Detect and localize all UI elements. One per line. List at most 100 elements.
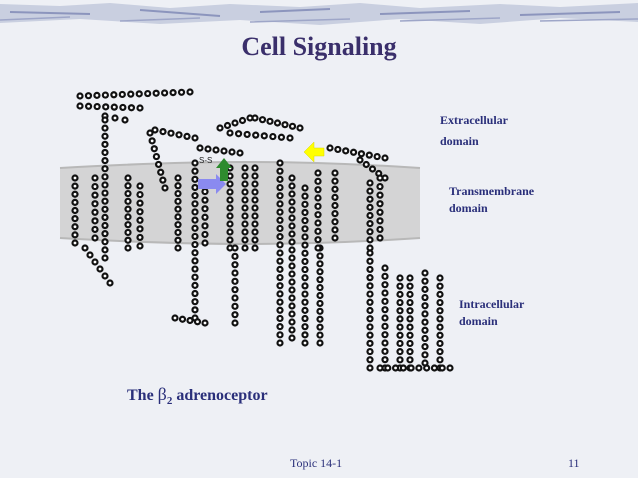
residue-bead-highlight [438, 276, 442, 280]
residue-bead-highlight [193, 218, 197, 222]
residue-bead-highlight [423, 353, 427, 357]
residue-bead-highlight [408, 292, 412, 296]
residue-bead-highlight [233, 296, 237, 300]
residue-bead-highlight [193, 259, 197, 263]
residue-bead-highlight [316, 246, 320, 250]
residue-bead-highlight [93, 228, 97, 231]
residue-bead-highlight [316, 204, 320, 208]
residue-bead-highlight [218, 126, 222, 130]
residue-bead-highlight [318, 254, 322, 258]
footer-topic: Topic 14-1 [290, 456, 343, 470]
residue-bead-highlight [103, 274, 107, 278]
residue-bead-highlight [123, 118, 127, 122]
residue-bead-highlight [148, 131, 152, 135]
residue-bead-highlight [423, 296, 427, 299]
residue-bead-highlight [193, 226, 197, 230]
residue-bead-highlight [243, 230, 247, 234]
residue-bead-highlight [237, 132, 240, 136]
residue-bead-highlight [214, 148, 218, 152]
residue-bead-highlight [253, 238, 257, 242]
residue-bead-highlight [290, 176, 294, 180]
residue-bead-highlight [383, 316, 387, 320]
residue-bead-highlight [398, 325, 402, 329]
residue-bead-highlight [138, 227, 142, 231]
extracellular-label-line2: domain [440, 134, 479, 148]
residue-bead-highlight [138, 236, 142, 239]
residue-bead-highlight [290, 296, 294, 300]
residue-bead-highlight [394, 366, 397, 370]
residue-bead-highlight [278, 259, 282, 263]
residue-bead-highlight [378, 366, 382, 370]
residue-bead-highlight [386, 366, 390, 370]
residue-bead-highlight [298, 126, 302, 130]
residue-bead-highlight [438, 325, 442, 329]
residue-bead-highlight [176, 184, 180, 188]
residue-bead-highlight [243, 174, 247, 178]
residue-bead-highlight [368, 268, 372, 271]
residue-bead-highlight [193, 169, 197, 173]
residue-bead-highlight [93, 236, 97, 240]
residue-bead-highlight [316, 221, 320, 225]
residue-bead-highlight [368, 251, 372, 255]
residue-bead-highlight [368, 292, 372, 296]
residue-bead-highlight [290, 328, 294, 332]
residue-bead-highlight [383, 283, 387, 287]
residue-bead-highlight [290, 256, 294, 260]
residue-bead-highlight [383, 349, 387, 353]
residue-bead-highlight [95, 105, 99, 108]
residue-bead-highlight [408, 325, 412, 329]
blue-arrow-icon [198, 174, 226, 194]
residue-bead-highlight [243, 198, 247, 202]
residue-bead-highlight [121, 106, 125, 109]
residue-bead-highlight [193, 186, 197, 189]
residue-bead-highlight [438, 333, 442, 337]
residue-bead-highlight [176, 207, 180, 211]
residue-bead-highlight [196, 320, 199, 324]
residue-bead-highlight [290, 272, 294, 276]
residue-bead-highlight [333, 236, 337, 240]
residue-bead-highlight [93, 210, 97, 214]
residue-bead-highlight [318, 302, 322, 305]
residue-bead-highlight [303, 260, 307, 263]
residue-bead-highlight [228, 206, 232, 210]
residue-bead-highlight [180, 90, 183, 94]
residue-bead-highlight [78, 104, 82, 108]
residue-bead-highlight [278, 333, 282, 337]
residue-bead-highlight [278, 292, 282, 296]
residue-bead-highlight [176, 199, 180, 203]
residue-bead-highlight [303, 211, 307, 214]
residue-bead-highlight [176, 238, 180, 242]
residue-bead-highlight [408, 358, 412, 362]
residue-bead-highlight [408, 342, 412, 345]
residue-bead-highlight [254, 133, 258, 137]
residue-bead-highlight [378, 193, 382, 197]
residue-bead-highlight [360, 152, 363, 156]
residue-bead-highlight [233, 321, 237, 325]
residue-bead-highlight [378, 219, 382, 223]
residue-bead-highlight [103, 151, 107, 154]
residue-bead-highlight [278, 210, 282, 214]
residue-bead-highlight [176, 231, 180, 234]
residue-bead-highlight [408, 301, 412, 304]
residue-bead-highlight [193, 235, 197, 238]
residue-bead-highlight [290, 208, 294, 212]
residue-bead-highlight [278, 243, 282, 247]
residue-bead-highlight [423, 320, 427, 324]
residue-bead-highlight [278, 169, 282, 173]
residue-bead-highlight [398, 276, 402, 280]
residue-bead-highlight [103, 126, 107, 130]
residue-bead-highlight [290, 288, 294, 292]
residue-bead-highlight [226, 124, 229, 127]
residue-bead-highlight [93, 176, 97, 180]
residue-bead-highlight [93, 202, 97, 206]
residue-bead-highlight [243, 190, 247, 194]
residue-bead-highlight [243, 166, 247, 170]
residue-bead-highlight [243, 222, 247, 226]
residue-bead-highlight [112, 105, 116, 109]
residue-bead-highlight [303, 276, 307, 280]
residue-bead-highlight [423, 271, 427, 275]
residue-bead-highlight [93, 193, 97, 197]
residue-bead-highlight [243, 206, 247, 210]
residue-bead-highlight [185, 135, 189, 138]
